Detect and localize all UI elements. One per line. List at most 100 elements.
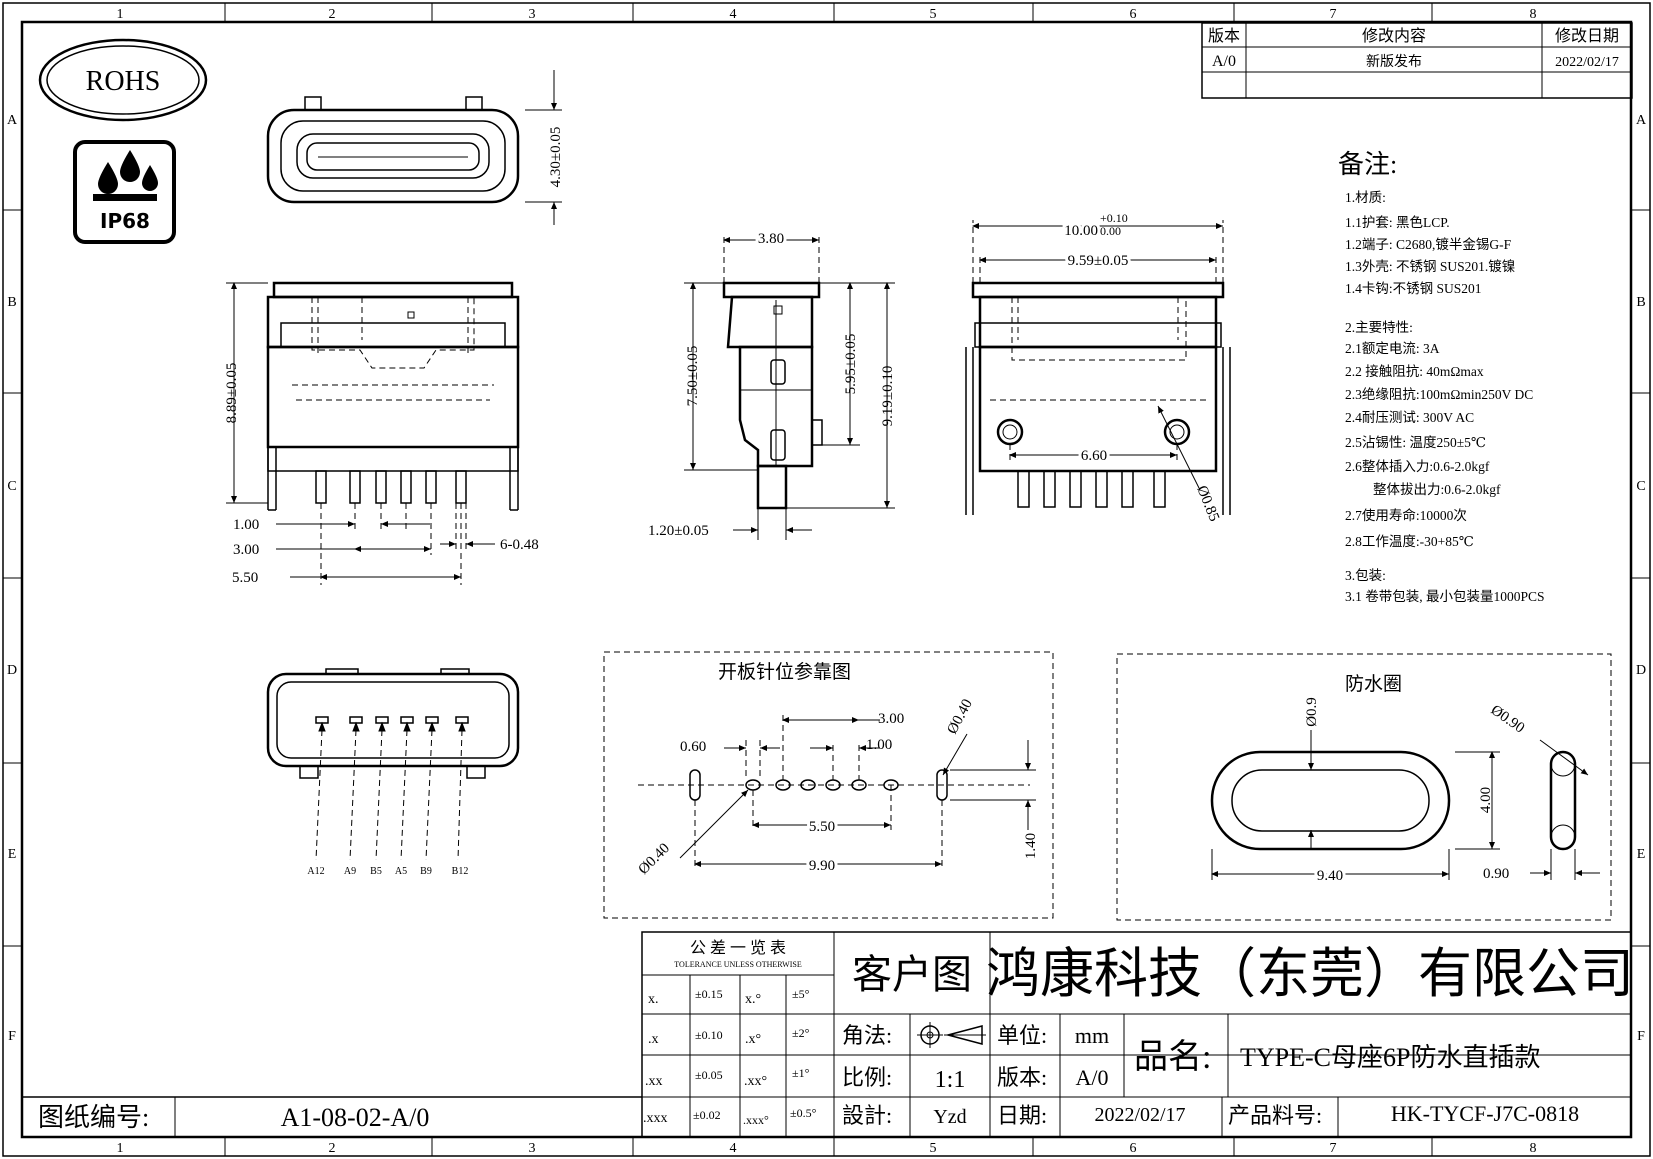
dim-rear-width: 10.00 (1064, 223, 1098, 239)
note-line: 1.4卡钩:不锈钢 SUS201 (1345, 281, 1482, 296)
waterproof-ring: 防水圈 Ø0.9 9.40 4.00 Ø0.90 0.90 (1116, 653, 1612, 921)
note-line: 整体拔出力:0.6-2.0kgf (1373, 482, 1501, 497)
row-mark: B (1636, 295, 1645, 310)
dim-top-height: 4.30±0.05 (548, 127, 564, 188)
tol-cell: ±0.10 (695, 1028, 723, 1042)
unit-value: mm (1075, 1023, 1109, 1048)
dim-side-pin: 1.20±0.05 (648, 523, 709, 539)
company-name: 鸿康科技（东莞）有限公司 (986, 944, 1634, 1004)
note-line: 2.6整体插入力:0.6-2.0kgf (1345, 459, 1490, 474)
pcb-dim-100: 1.00 (866, 737, 892, 753)
col-mark: 7 (1330, 7, 1337, 22)
note-line: 2.5沾锡性: 温度250±5℃ (1345, 435, 1486, 450)
col-mark: 6 (1130, 1141, 1137, 1156)
dim-pitch-3: 3.00 (233, 542, 259, 558)
drawing-type: 客户图 (852, 952, 972, 997)
pin-label: A5 (395, 866, 407, 877)
svg-text:ROHS: ROHS (86, 66, 161, 97)
dim-rear-hole: Ø0.85 (1193, 484, 1222, 524)
front-view: 8.89±0.05 1.00 3.00 5.50 6-0.48 (224, 281, 539, 586)
design-value: Yzd (933, 1106, 966, 1128)
rev-version: A/0 (1212, 53, 1236, 70)
rev-date: 2022/02/17 (1555, 55, 1619, 70)
dim-span-55: 5.50 (232, 570, 258, 586)
tol-cell: .xx (645, 1074, 663, 1089)
row-mark: F (1637, 1029, 1645, 1044)
pcb-layout: 开板针位参靠图 3.00 1.00 0.60 Ø0.40 Ø0.40 5.50 (603, 651, 1054, 919)
col-mark: 7 (1330, 1141, 1337, 1156)
col-mark: 4 (730, 1141, 737, 1156)
version-value: A/0 (1076, 1065, 1109, 1090)
note-line: 2.3绝缘阻抗:100mΩmin250V DC (1345, 387, 1533, 402)
dim-side-75: 7.50±0.05 (685, 346, 701, 407)
angle-label: 角法: (842, 1023, 892, 1048)
row-mark: B (7, 295, 16, 310)
note-line: 1.材质: (1345, 190, 1386, 205)
row-mark: C (7, 479, 16, 494)
tol-cell: ±0.05 (695, 1068, 723, 1082)
col-mark: 1 (117, 7, 124, 22)
tol-cell: ±0.5° (790, 1106, 817, 1120)
pcb-dim-990: 9.90 (809, 858, 835, 874)
note-line: 2.1额定电流: 3A (1345, 341, 1440, 356)
col-mark: 5 (930, 1141, 937, 1156)
tol-cell: .x° (745, 1032, 761, 1047)
dim-rear-tol-plus: +0.10 (1100, 211, 1128, 225)
col-mark: 3 (529, 1141, 536, 1156)
rev-header-version: 版本 (1208, 27, 1240, 45)
bottom-view: A12 A9 B5 A5 B9 B12 (266, 668, 520, 877)
unit-label: 单位: (997, 1023, 1047, 1048)
pcb-dim-060: 0.60 (680, 739, 706, 755)
revision-table: 版本 修改内容 修改日期 A/0 新版发布 2022/02/17 (1201, 22, 1633, 99)
product-label: 品名: (1134, 1038, 1211, 1076)
tol-cell: x. (648, 992, 659, 1007)
dim-side-595: 5.95±0.05 (843, 334, 859, 395)
pcb-dim-040b: Ø0.40 (636, 840, 674, 878)
pcb-dim-300: 3.00 (878, 711, 904, 727)
rev-header-date: 修改日期 (1555, 27, 1619, 45)
ring-dim-090b: 0.90 (1483, 866, 1509, 882)
dim-pitch-1: 1.00 (233, 517, 259, 533)
rohs-logo: ROHS (38, 38, 208, 122)
tol-cell: ±0.02 (693, 1108, 721, 1122)
dim-side-919: 9.19±0.10 (880, 366, 896, 427)
col-mark: 4 (730, 7, 737, 22)
scale-label: 比例: (842, 1065, 892, 1090)
tol-title: 公 差 一 览 表 (690, 939, 786, 957)
note-line: 1.1护套: 黑色LCP. (1345, 214, 1450, 230)
ring-dim-940: 9.40 (1317, 868, 1343, 884)
svg-text:IP68: IP68 (100, 209, 150, 233)
note-line: 3.1 卷带包装, 最小包装量1000PCS (1345, 589, 1545, 604)
pcb-title: 开板针位参靠图 (718, 661, 851, 683)
tol-cell: .xx° (744, 1074, 767, 1089)
pin-label: B12 (452, 866, 469, 877)
pcb-dim-140: 1.40 (1023, 833, 1039, 859)
dim-front-height: 8.89±0.05 (224, 363, 240, 424)
part-label: 产品料号: (1228, 1103, 1322, 1128)
tol-cell: ±0.15 (695, 987, 723, 1001)
tol-cell: ±2° (792, 1026, 810, 1040)
scale-value: 1:1 (935, 1067, 966, 1093)
ring-dim-090: Ø0.90 (1488, 702, 1528, 736)
row-mark: E (8, 847, 17, 862)
tol-cell: .xxx° (743, 1113, 769, 1127)
notes-lines: 1.材质: 1.1护套: 黑色LCP. 1.2端子: C2680,镀半金锡G-F… (1345, 190, 1545, 604)
row-mark: D (1636, 663, 1646, 678)
notes-block: 备注: 1.材质: 1.1护套: 黑色LCP. 1.2端子: C2680,镀半金… (1338, 150, 1545, 604)
tol-sub: TOLERANCE UNLESS OTHERWISE (674, 960, 802, 969)
pin-label: B5 (370, 866, 382, 877)
col-mark: 8 (1530, 1141, 1537, 1156)
row-mark: D (7, 663, 17, 678)
date-label: 日期: (997, 1103, 1047, 1128)
ring-dim-400: 4.00 (1478, 787, 1494, 813)
tol-cell: ±1° (792, 1066, 810, 1080)
note-line: 2.主要特性: (1345, 320, 1413, 335)
note-line: 2.8工作温度:-30+85℃ (1345, 534, 1474, 549)
projection-symbol-icon (917, 1022, 986, 1048)
ring-dim-09: Ø0.9 (1304, 697, 1320, 727)
version-label: 版本: (997, 1065, 1047, 1090)
dim-rear-tol-minus: 0.00 (1100, 224, 1121, 238)
drawing-no-value: A1-08-02-A/0 (281, 1103, 430, 1132)
col-mark: 3 (529, 7, 536, 22)
